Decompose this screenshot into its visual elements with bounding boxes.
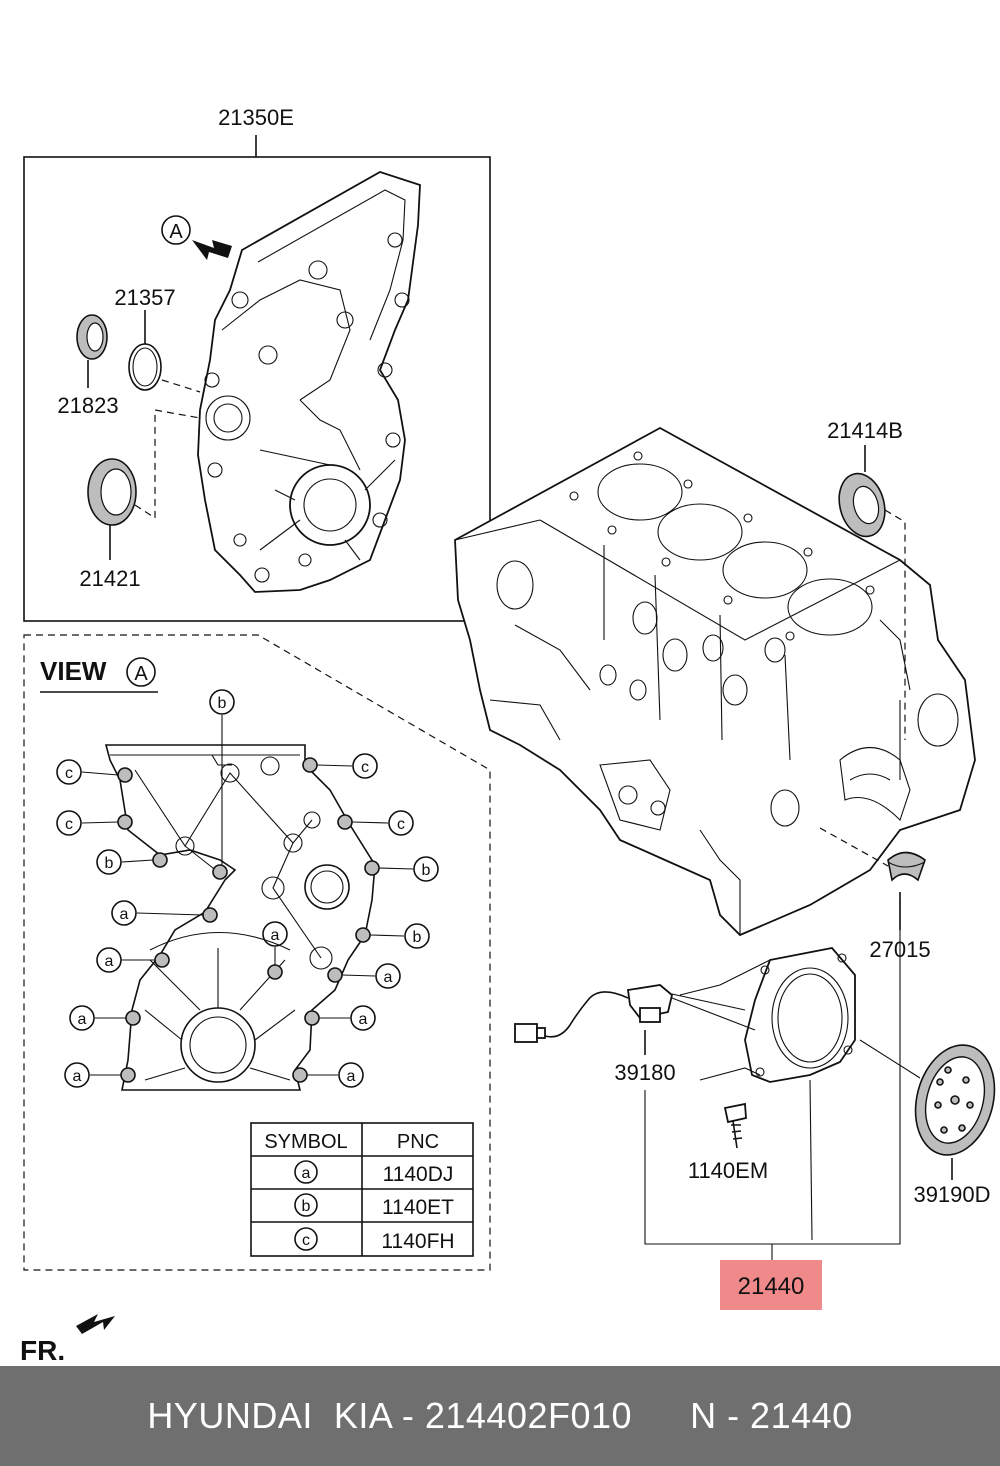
label-39180[interactable]: 39180 (614, 1060, 675, 1085)
bolt-b (355, 927, 371, 943)
label-1140EM[interactable]: 1140EM (688, 1158, 768, 1183)
svg-text:a: a (384, 969, 393, 986)
label-21357[interactable]: 21357 (114, 285, 175, 310)
parts-diagram: 21350E A 21823 (20, 105, 996, 1366)
svg-text:b: b (413, 929, 422, 946)
bolt-a (202, 907, 218, 923)
rear-seal-case (744, 947, 921, 1241)
svg-text:c: c (397, 816, 405, 833)
seal-21414B: 21414B (827, 418, 906, 740)
part-highlight-box (720, 1260, 822, 1310)
timing-cover-box (23, 156, 491, 622)
view-label: VIEW (40, 656, 107, 686)
svg-text:c: c (65, 765, 73, 782)
highlighted-part[interactable]: 21440 (720, 1260, 822, 1310)
bolt-c (117, 767, 133, 783)
svg-text:b: b (105, 855, 114, 872)
view-a-box (23, 634, 491, 1271)
bolt-a (120, 1067, 136, 1083)
svg-text:b: b (422, 862, 431, 879)
svg-text:b: b (218, 695, 227, 712)
bolt-c (117, 814, 133, 830)
bolt-1140EM: 1140EM (688, 1067, 768, 1183)
svg-text:a: a (73, 1068, 82, 1085)
bolt-a (327, 967, 343, 983)
table-row-pnc[interactable]: 1140FH (381, 1230, 454, 1253)
footer-bar: HYUNDAI KIA - 214402F010 N - 21440 (0, 1366, 1000, 1466)
svg-text:a: a (105, 953, 114, 970)
label-39190D[interactable]: 39190D (913, 1182, 990, 1207)
svg-text:a: a (359, 1011, 368, 1028)
bolt-callouts: b c c b a a a a c c b b a a a a (56, 689, 439, 1088)
bolt-c (302, 757, 318, 773)
label-21414B[interactable]: 21414B (827, 418, 903, 443)
label-21421[interactable]: 21421 (79, 566, 140, 591)
symbol-pnc-table: SYMBOL PNC a 1140DJ b 1140ET c 1140FH (250, 1122, 474, 1257)
table-header-symbol: SYMBOL (264, 1131, 347, 1153)
o-ring-21357 (128, 343, 162, 391)
svg-text:c: c (361, 759, 369, 776)
bolt-a (304, 1010, 320, 1026)
label-21350E[interactable]: 21350E (218, 105, 294, 130)
front-direction-indicator: FR. (20, 1314, 115, 1366)
bolt-a (125, 1010, 141, 1026)
sensor-39180: 39180 (514, 900, 901, 1260)
view-label-marker: A (134, 663, 148, 685)
view-a-bolts (117, 757, 380, 1083)
table-row-symbol: a (302, 1165, 311, 1182)
bolt-b (152, 852, 168, 868)
sensor-wheel-39190D: 39190D (913, 1044, 996, 1207)
svg-text:a: a (347, 1068, 356, 1085)
timing-cover-group: 21350E A 21823 (23, 105, 491, 622)
bolt-a (154, 952, 170, 968)
table-row-pnc[interactable]: 1140DJ (383, 1163, 454, 1186)
label-21440[interactable]: 21440 (738, 1273, 805, 1300)
view-a-group: VIEW A (23, 634, 491, 1271)
view-a-cover-drawing (104, 744, 376, 1091)
front-direction-label: FR. (20, 1335, 65, 1366)
bolt-a (267, 964, 283, 980)
bolt-a (292, 1067, 308, 1083)
table-row-symbol: c (302, 1232, 310, 1249)
front-arrow-icon (76, 1314, 115, 1334)
svg-text:a: a (120, 906, 129, 923)
cylinder-block-drawing (454, 426, 976, 937)
table-row-symbol: b (302, 1198, 311, 1215)
bolt-c (337, 814, 353, 830)
svg-text:a: a (271, 927, 280, 944)
view-a-marker-letter: A (169, 221, 183, 243)
view-a-marker (161, 215, 191, 245)
footer-part-info: HYUNDAI KIA - 214402F010 (147, 1395, 633, 1436)
svg-text:a: a (78, 1011, 87, 1028)
bolt-b (364, 860, 380, 876)
table-header-pnc: PNC (397, 1131, 439, 1153)
svg-text:c: c (65, 816, 73, 833)
view-a-arrow (192, 240, 232, 260)
bolt-b (212, 864, 228, 880)
label-21823[interactable]: 21823 (57, 393, 118, 418)
table-row-pnc[interactable]: 1140ET (382, 1196, 454, 1219)
footer-pnc-info: N - 21440 (690, 1395, 853, 1436)
